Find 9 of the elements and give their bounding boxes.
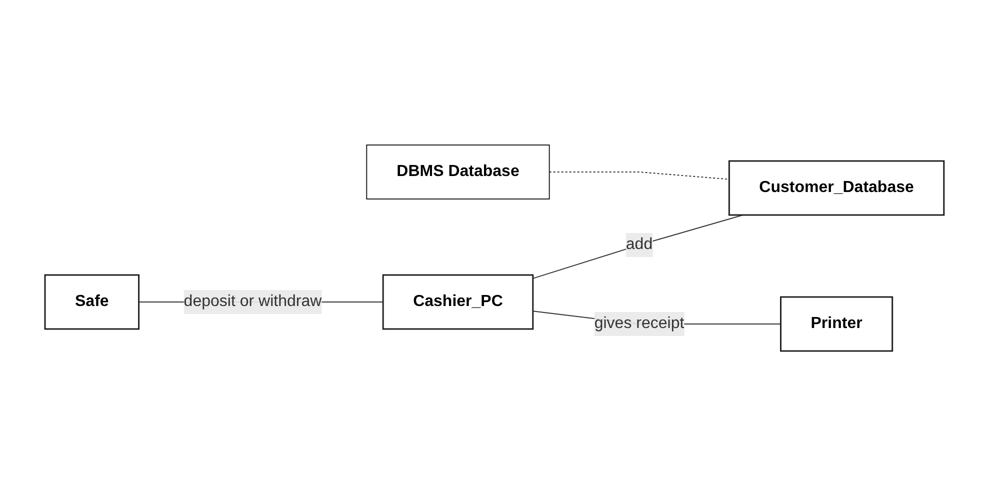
connector bbox=[548, 172, 730, 180]
node-box: Safe bbox=[44, 274, 140, 330]
node-box: Printer bbox=[780, 296, 893, 352]
edge-label: deposit or withdraw bbox=[183, 293, 322, 310]
node-box: DBMS Database bbox=[366, 144, 550, 200]
node-box: Customer_Database bbox=[728, 160, 944, 216]
node-box: Cashier_PC bbox=[382, 274, 534, 330]
edge-label: gives receipt bbox=[594, 315, 684, 332]
edge-label: add bbox=[625, 236, 652, 253]
